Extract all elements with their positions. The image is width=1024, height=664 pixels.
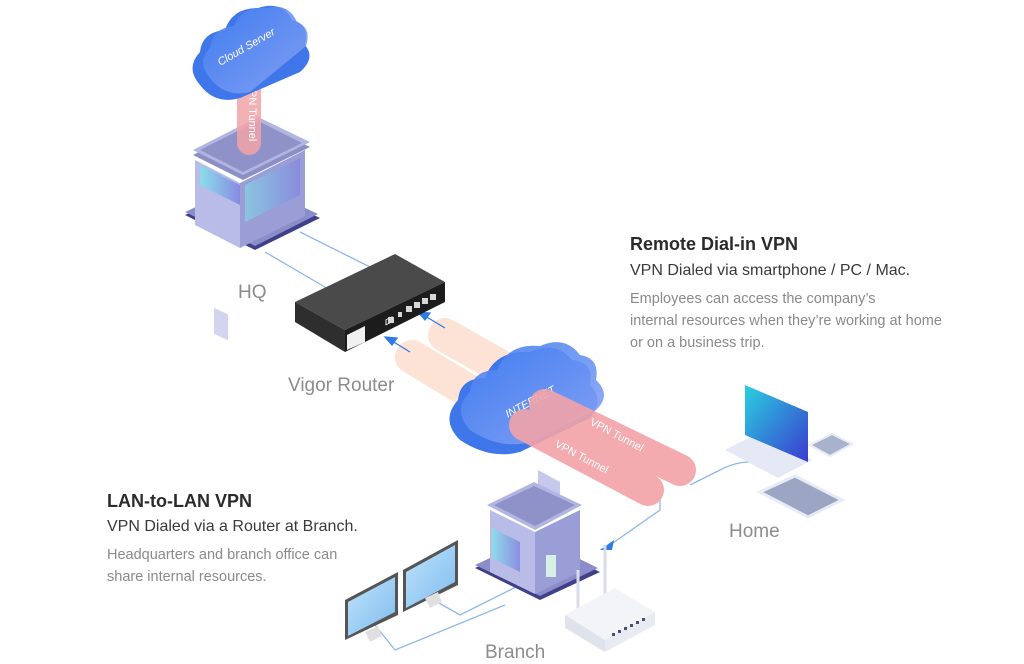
remote-dialin-desc-1: Employees can access the company’s	[630, 291, 876, 307]
vigor-router-label: Vigor Router	[288, 375, 395, 396]
link-hq-router-1	[299, 231, 381, 273]
branch-building	[475, 470, 600, 600]
branch-arrow	[600, 540, 614, 550]
remote-dialin-desc-3: or on a business trip.	[630, 335, 765, 351]
home-label: Home	[729, 521, 780, 542]
link-home-tunnel	[689, 461, 751, 486]
laptop-screen	[745, 385, 808, 462]
monitor-2-screen	[406, 545, 455, 608]
lan-to-lan-subtitle: VPN Dialed via a Router at Branch.	[107, 518, 358, 535]
laptop-base	[725, 432, 812, 478]
tunnel-branch	[509, 409, 664, 506]
link-branch-tunnel	[609, 500, 661, 546]
remote-dialin-title: Remote Dial-in VPN	[630, 234, 799, 254]
lan-to-lan-title: LAN-to-LAN VPN	[107, 491, 252, 511]
brand-plate	[347, 326, 365, 350]
remote-dialin-desc-2: internal resources when they’re working …	[630, 313, 942, 329]
faded-tunnel-lower	[395, 340, 487, 409]
lan-to-lan-desc-2: share internal resources.	[107, 569, 267, 585]
branch-label: Branch	[485, 642, 546, 663]
home-devices	[725, 385, 855, 519]
vpn-tunnels	[509, 389, 696, 506]
lan-to-lan-desc-1: Headquarters and branch office can	[107, 547, 338, 563]
link-monitor1-building	[374, 604, 506, 651]
hq-label: HQ	[238, 282, 267, 303]
tablet	[756, 474, 846, 519]
branch-monitors	[345, 540, 458, 642]
vigor-router-device	[295, 254, 445, 352]
branch-router	[565, 545, 655, 652]
link-hq-router-2	[264, 251, 331, 291]
cloud-server: Cloud Server	[192, 5, 310, 100]
tunnel-home	[529, 389, 696, 486]
tunnel-hq-cloud-label: VPN Tunnel	[246, 83, 258, 142]
remote-dialin-subtitle: VPN Dialed via smartphone / PC / Mac.	[630, 262, 911, 279]
smartphone	[807, 432, 855, 458]
arrow-icon	[600, 540, 614, 550]
monitor-1-screen	[348, 577, 395, 636]
arrow-icon	[383, 336, 399, 347]
